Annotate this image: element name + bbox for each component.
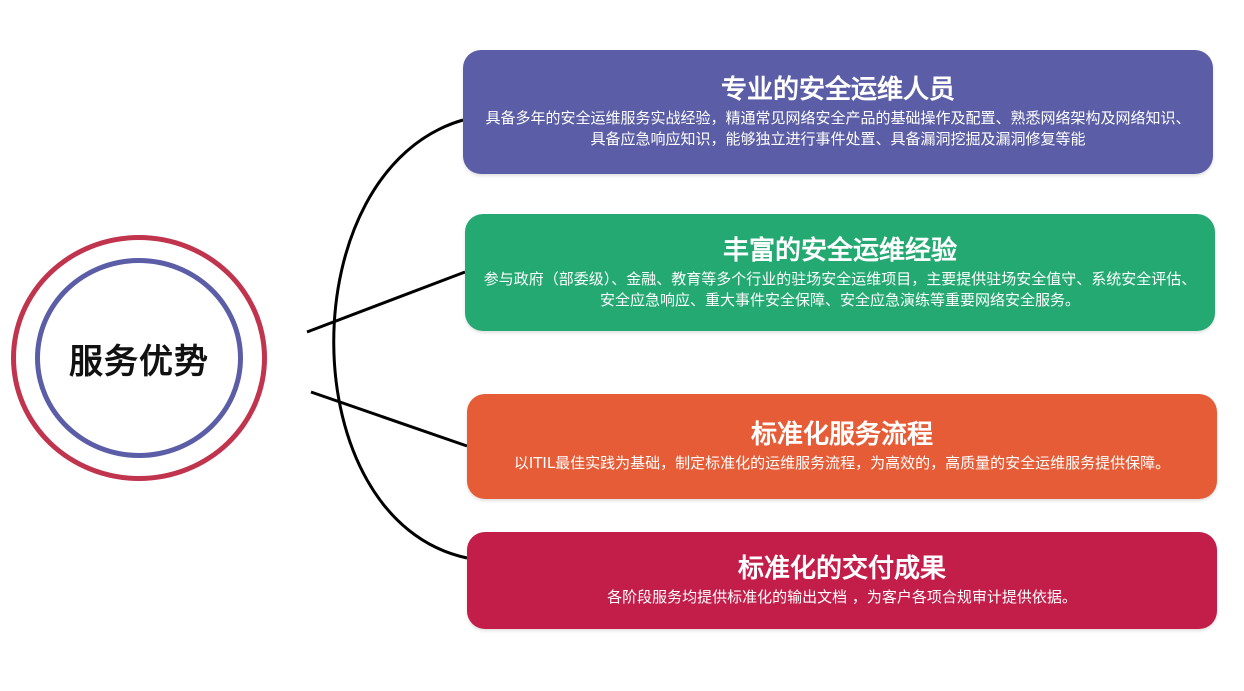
card-description: 参与政府（部委级）、金融、教育等多个行业的驻场安全运维项目，主要提供驻场安全值守… xyxy=(483,269,1197,309)
card-description: 以ITIL最佳实践为基础，制定标准化的运维服务流程，为高效的，高质量的安全运维服… xyxy=(513,454,1171,472)
card-description: 具备多年的安全运维服务实战经验，精通常见网络安全产品的基础操作及配置、熟悉网络架… xyxy=(485,109,1191,148)
connector-line-card-2 xyxy=(306,270,466,334)
card-description: 各阶段服务均提供标准化的输出文档 ，为客户各项合规审计提供依据。 xyxy=(607,588,1077,606)
card-title: 标准化服务流程 xyxy=(750,420,933,450)
connector-line-card-3 xyxy=(310,390,468,448)
arc-connector xyxy=(332,118,468,560)
center-inner-ring: 服务优势 xyxy=(35,258,243,458)
card-title: 丰富的安全运维经验 xyxy=(722,235,957,266)
center-outer-ring xyxy=(11,235,267,481)
card-standard-deliverables: 标准化的交付成果 各阶段服务均提供标准化的输出文档 ，为客户各项合规审计提供依据… xyxy=(467,532,1217,629)
card-title: 专业的安全运维人员 xyxy=(720,75,955,105)
card-professional-staff: 专业的安全运维人员 具备多年的安全运维服务实战经验，精通常见网络安全产品的基础操… xyxy=(463,50,1213,174)
card-standard-process: 标准化服务流程 以ITIL最佳实践为基础，制定标准化的运维服务流程，为高效的，高… xyxy=(467,394,1217,499)
card-title: 标准化的交付成果 xyxy=(737,554,946,584)
card-rich-experience: 丰富的安全运维经验 参与政府（部委级）、金融、教育等多个行业的驻场安全运维项目，… xyxy=(465,214,1215,331)
center-title: 服务优势 xyxy=(69,341,209,382)
